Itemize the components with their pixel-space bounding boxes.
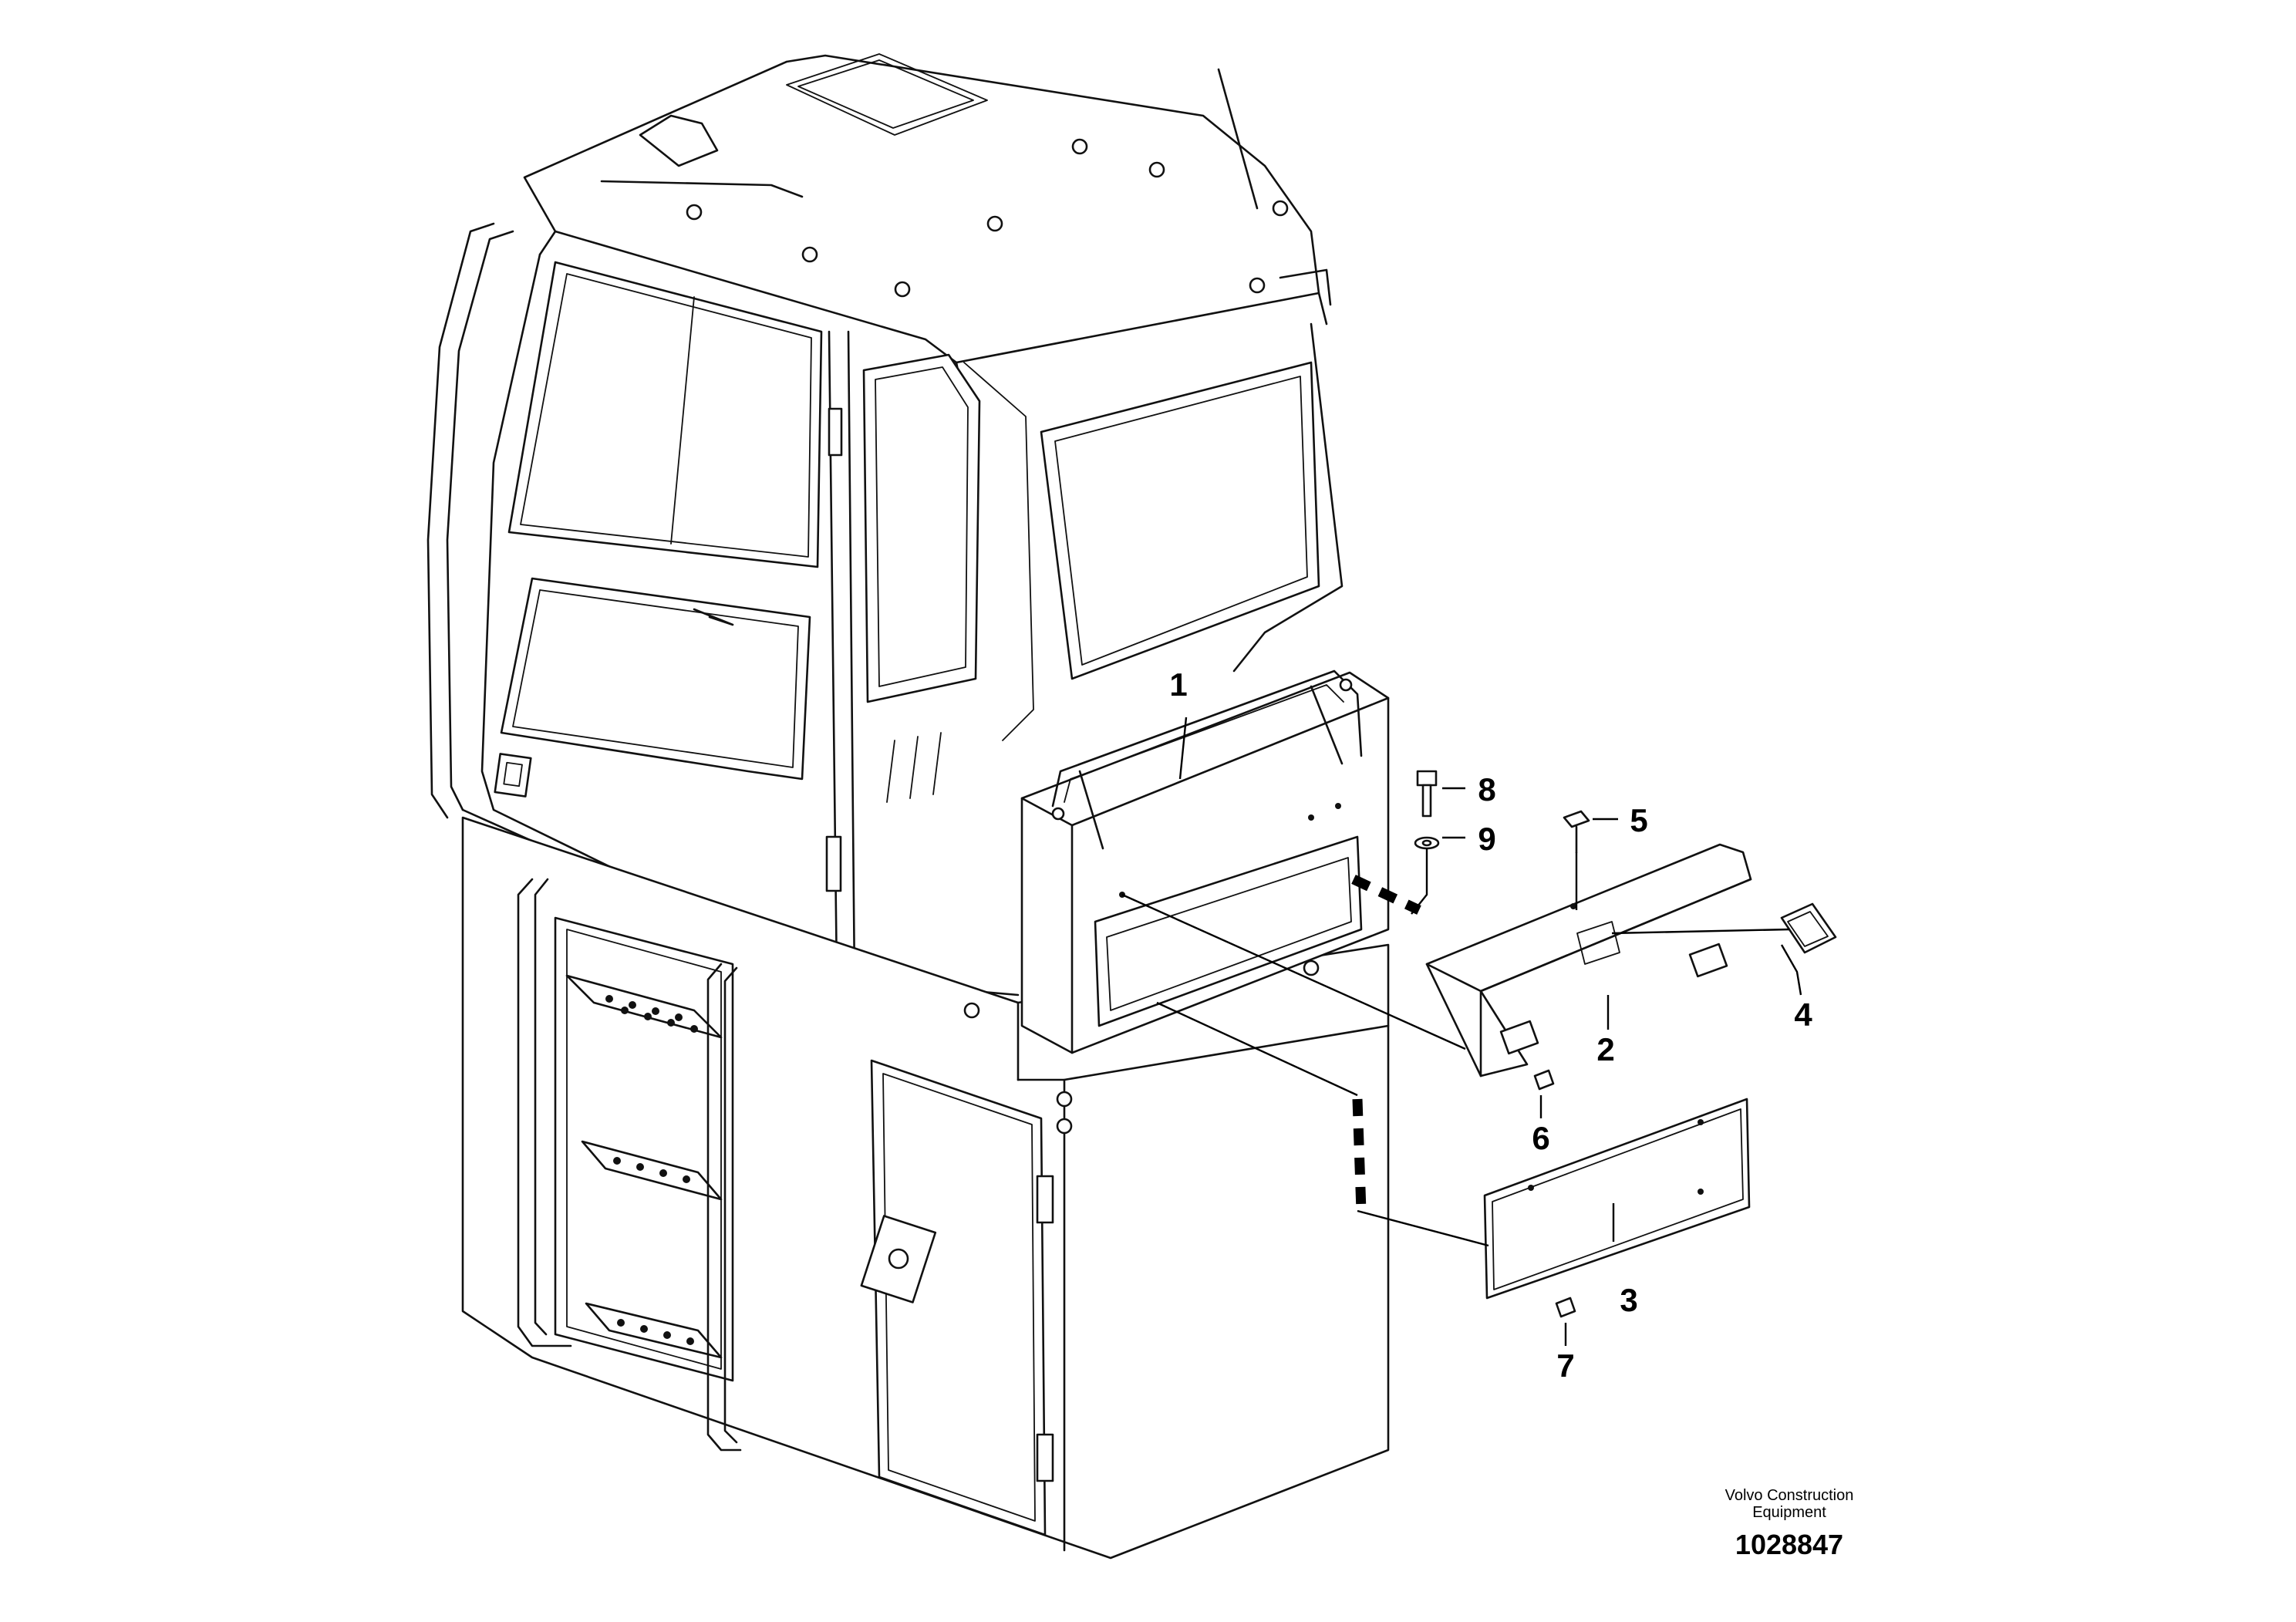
drawing-number: 1028847 bbox=[1735, 1529, 1844, 1560]
dashed-assembly-lines bbox=[1351, 875, 1421, 1212]
screw-part-6 bbox=[1533, 1069, 1555, 1091]
callout-1: 1 bbox=[1169, 666, 1187, 703]
nut-part-5 bbox=[1563, 810, 1590, 854]
lid-part-2 bbox=[1425, 843, 1752, 1077]
callout-9: 9 bbox=[1478, 821, 1495, 857]
callout-3: 3 bbox=[1620, 1282, 1637, 1318]
publisher-name: Volvo Construction Equipment bbox=[1666, 1487, 1913, 1521]
publisher-line-1: Volvo Construction bbox=[1725, 1487, 1854, 1504]
screw-part-7 bbox=[1555, 1297, 1576, 1318]
callout-2: 2 bbox=[1596, 1031, 1614, 1067]
callout-labels: 1 2 3 4 5 6 7 8 9 bbox=[1169, 666, 1812, 1384]
publisher-line-2: Equipment bbox=[1752, 1504, 1826, 1521]
cab-base-enclosure bbox=[461, 816, 1390, 1560]
panel-part-3 bbox=[1483, 1098, 1751, 1300]
callout-6: 6 bbox=[1532, 1120, 1549, 1156]
storage-box-part-1 bbox=[1020, 669, 1390, 1054]
ladder-steps bbox=[565, 974, 723, 1359]
callout-7: 7 bbox=[1556, 1347, 1574, 1384]
operator-cab bbox=[426, 53, 1344, 996]
label-plate-part-4 bbox=[1780, 902, 1837, 954]
washer-part-9 bbox=[1414, 836, 1440, 850]
callout-4: 4 bbox=[1794, 996, 1812, 1033]
bolt-part-8 bbox=[1416, 770, 1438, 818]
leader-lines bbox=[1121, 717, 1802, 1346]
callout-8: 8 bbox=[1478, 771, 1495, 808]
callout-5: 5 bbox=[1630, 802, 1647, 838]
